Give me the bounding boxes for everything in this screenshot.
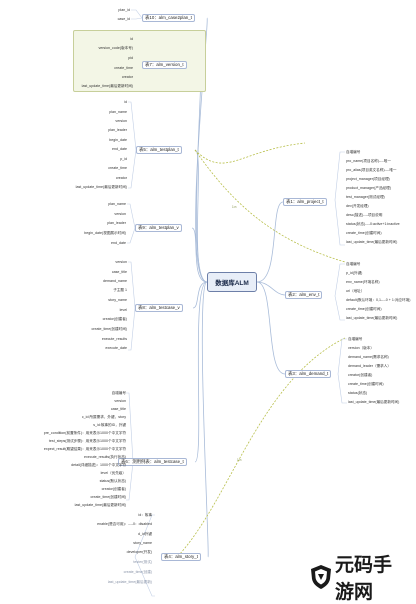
field-label: 自增编号 xyxy=(348,337,363,341)
field-label: product_manager(产品经理) xyxy=(346,186,391,190)
shield-logo-icon xyxy=(310,564,332,590)
table-node-demand[interactable]: 表3：alm_demand_t xyxy=(285,370,332,378)
field-label: create_time(创建时间) xyxy=(348,382,384,386)
field-label: c_id:所属需求，外键，story xyxy=(81,415,126,419)
central-topic[interactable]: 数据库ALM xyxy=(207,272,257,292)
field-label: dev(开发经理) xyxy=(346,204,369,208)
field-label: id：故事 xyxy=(138,513,152,517)
field-label: execute_date xyxy=(105,346,127,350)
field-label: last_update_time(最后更新时间) xyxy=(346,316,398,320)
field-label: pro_alias(项目英文名称)----唯一 xyxy=(346,168,397,172)
field-label: execute_results(执行状态) xyxy=(84,455,126,459)
field-label: env_name(环境名称) xyxy=(346,280,380,284)
field-label: begin_date(视图展示时间) xyxy=(84,231,126,235)
field-label: s_id:故事的ID，外键 xyxy=(93,423,126,427)
table-node-testplan-view[interactable]: 表9：alm_testplan_v xyxy=(135,224,182,232)
table-node-case2plan[interactable]: 表10：alm_case2plan_t xyxy=(142,14,195,22)
field-label: creator xyxy=(115,176,127,180)
field-label: case_title xyxy=(110,407,126,411)
field-label: tester(测试) xyxy=(133,560,152,564)
field-label: developer(开发) xyxy=(126,550,152,554)
field-label: id xyxy=(130,37,133,41)
field-label: version xyxy=(114,399,126,403)
field-label: create_time(创建时间) xyxy=(346,231,382,235)
field-label: p_id(外键) xyxy=(346,271,363,275)
field-label: last_update_time(最后更新时间) xyxy=(75,185,127,189)
field-label: status(状态)----0:active+1:inactive xyxy=(346,222,400,226)
field-label: end_date xyxy=(111,241,126,245)
field-label: id xyxy=(124,100,127,104)
field-label: url（地址） xyxy=(346,289,365,293)
field-label: 自增编号 xyxy=(111,391,126,395)
field-label: creator xyxy=(121,75,133,79)
table-node-testplan[interactable]: 表5：alm_testplan_t xyxy=(136,146,182,154)
field-label: project_manager(项目经理) xyxy=(346,177,390,181)
field-label: version xyxy=(115,260,127,264)
field-label: demand_name(需求名称) xyxy=(348,355,389,359)
field-label: default(默认环境：0,1----0 + 1:对应环境) xyxy=(346,298,411,302)
field-label: version xyxy=(114,212,126,216)
field-label: plan_leader xyxy=(107,221,126,225)
field-label: plan_name xyxy=(108,202,126,206)
field-label: create_time(创建时间) xyxy=(346,307,382,311)
field-label: creator(创建者) xyxy=(348,373,373,377)
field-label: level（优先级） xyxy=(100,471,126,475)
field-label: desc(描述)----项目说明 xyxy=(346,213,383,217)
field-label: test_manager(测试经理) xyxy=(346,195,385,199)
field-label: plan_name xyxy=(109,110,127,114)
field-label: create_time xyxy=(114,66,133,70)
field-label: last_update_time(最后更新) xyxy=(107,580,152,584)
field-label: begin_date xyxy=(109,138,127,142)
field-label: pid xyxy=(128,56,133,60)
field-label: 自增编号 xyxy=(346,150,361,154)
field-label: create_time xyxy=(108,166,127,170)
table-node-testcase[interactable]: 表6：测用例表：alm_testcase_t xyxy=(118,458,187,466)
table-node-story[interactable]: 表4：alm_story_t xyxy=(161,553,201,561)
field-label: p_id xyxy=(120,157,127,161)
relation-label: 1:n xyxy=(232,205,237,209)
field-label: plan_leader xyxy=(108,128,127,132)
field-label: version_code(版本号) xyxy=(98,46,133,50)
field-label: last_update_time(最后更新时间) xyxy=(74,503,126,507)
field-label: create_time(创建时间) xyxy=(91,327,127,331)
field-label: status(状态) xyxy=(348,391,368,395)
field-label: detail(详细描述)：1000个中文字符 xyxy=(71,463,126,467)
field-label: story_name xyxy=(133,541,152,545)
field-label: end_date xyxy=(112,147,127,151)
field-label: creator(创建者) xyxy=(102,317,127,321)
field-label: plan_id xyxy=(118,8,130,12)
field-label: test_steps(测试步骤)：用来表示1000个中文字符 xyxy=(48,439,126,443)
field-label: pro_name(项目名称)----唯一 xyxy=(346,159,391,163)
table-node-project[interactable]: 表1：alm_project_t xyxy=(283,198,327,206)
field-label: demand_name xyxy=(103,279,127,283)
field-label: version xyxy=(115,119,127,123)
field-label: create_time(创建) xyxy=(123,570,152,574)
field-label: version（版本） xyxy=(348,346,374,350)
table-node-testcase-view[interactable]: 表8：alm_testcase_v xyxy=(135,304,183,312)
watermark: 元码手游网 xyxy=(310,554,410,603)
field-label: 自增编号 xyxy=(346,262,361,266)
relation-label: 1:n xyxy=(237,458,242,462)
field-label: enable(是否可用)：----0：disabled xyxy=(97,522,152,526)
table-node-version[interactable]: 表7：alm_version_t xyxy=(142,61,187,69)
field-label: 子主题 1 xyxy=(113,288,127,292)
table-node-env[interactable]: 表2：alm_env_t xyxy=(285,291,323,299)
field-label: case_title xyxy=(111,270,127,274)
field-label: status(默认状态) xyxy=(99,479,126,483)
field-label: create_time(创建时间) xyxy=(90,495,126,499)
field-label: story_name xyxy=(108,298,127,302)
field-label: last_update_time(最后更新时间) xyxy=(81,84,133,88)
field-label: expect_result(期望结果)：用来表示1000个中文字符 xyxy=(43,447,126,451)
field-label: last_update_time(最后更新时间) xyxy=(348,400,400,404)
field-label: level xyxy=(119,308,127,312)
field-label: execute_results xyxy=(101,337,127,341)
field-label: pre_condition(前置条件)：用来表示1000个中文字符 xyxy=(43,431,126,435)
field-label: case_id xyxy=(117,17,130,21)
field-label: d_id外键 xyxy=(138,532,152,536)
watermark-text: 元码手游网 xyxy=(335,554,393,603)
field-label: demand_leader（需求人） xyxy=(348,364,391,368)
field-label: creator(创建者) xyxy=(101,487,126,491)
field-label: last_update_time(最后更新时间) xyxy=(346,240,398,244)
